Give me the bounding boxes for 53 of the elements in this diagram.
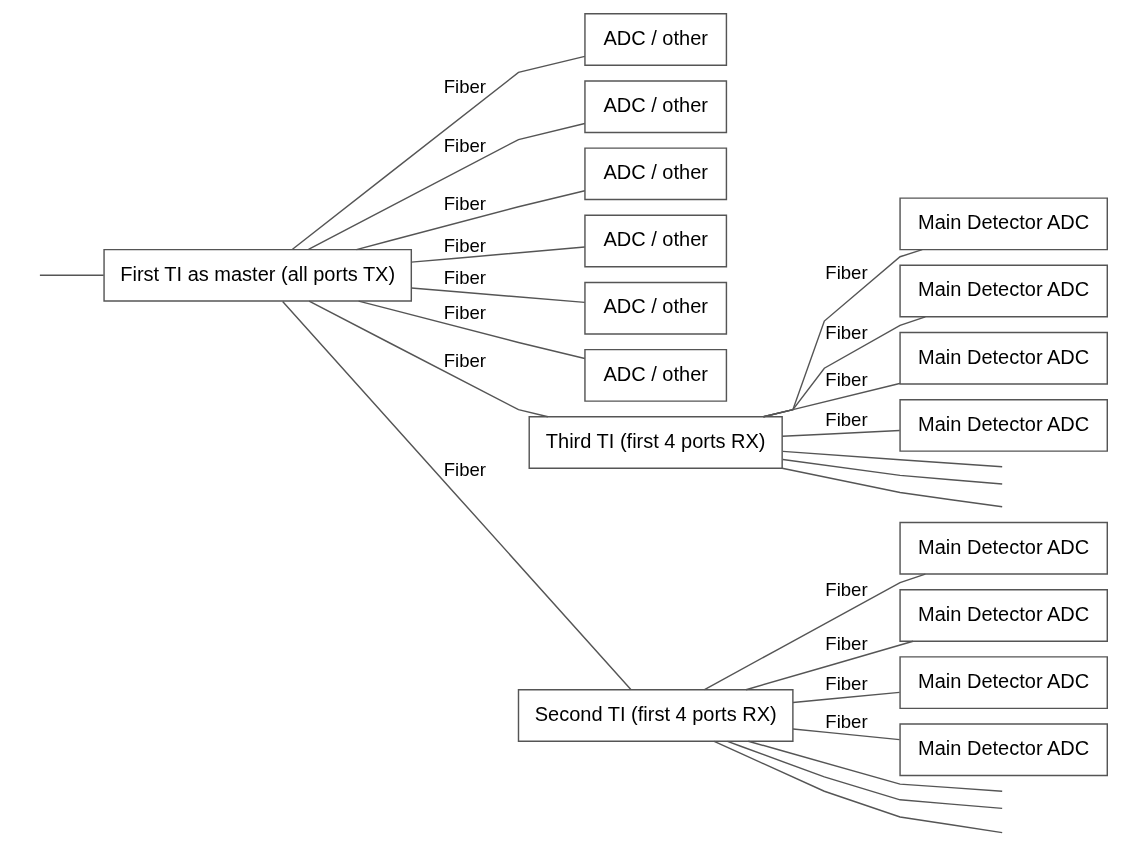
edge-label: Fiber	[443, 234, 486, 256]
connector	[781, 429, 900, 438]
node-box: Second TI (first 4 ports RX)	[517, 689, 794, 742]
connector	[781, 458, 1003, 485]
connector	[713, 740, 1003, 834]
edge-label: Fiber	[824, 579, 868, 601]
connector	[762, 382, 901, 418]
node-box: Main Detector ADC	[898, 723, 1108, 777]
edge-label: Fiber	[443, 350, 486, 372]
edge-label: Fiber	[824, 633, 868, 655]
connector	[747, 740, 1003, 792]
node-box: Main Detector ADC	[898, 398, 1108, 452]
node-box: Main Detector ADC	[898, 264, 1108, 318]
node-box: Main Detector ADC	[898, 589, 1108, 642]
node-box: ADC / other	[583, 348, 727, 402]
node-box: Main Detector ADC	[898, 331, 1108, 385]
connector	[307, 300, 549, 418]
connector	[726, 740, 1003, 810]
edge-label: Fiber	[824, 321, 868, 343]
connector	[410, 246, 585, 263]
node-box: ADC / other	[583, 80, 727, 134]
node-box: Main Detector ADC	[898, 197, 1108, 251]
edge-label: Fiber	[824, 261, 868, 283]
connector	[410, 287, 585, 304]
connector	[307, 122, 585, 251]
edge-label: Fiber	[824, 368, 868, 390]
edge-label: Fiber	[824, 673, 868, 695]
connector	[781, 450, 1003, 468]
edge-label: Fiber	[443, 267, 486, 289]
connector	[281, 300, 632, 691]
connector	[355, 189, 585, 251]
edge-label: Fiber	[824, 710, 868, 732]
edge-label: Fiber	[443, 458, 486, 480]
edge-label: Fiber	[443, 301, 486, 323]
connector	[791, 691, 900, 704]
connector	[291, 55, 585, 250]
node-box: Third TI (first 4 ports RX)	[528, 416, 783, 469]
connector	[744, 640, 914, 691]
edge-label: Fiber	[443, 75, 486, 97]
node-box: Main Detector ADC	[898, 521, 1108, 575]
node-box: ADC / other	[583, 147, 727, 201]
node-box: First TI as master (all ports TX)	[102, 248, 412, 302]
connector	[357, 300, 585, 360]
node-box: ADC / other	[583, 214, 727, 268]
node-box: Main Detector ADC	[898, 656, 1108, 710]
node-box: ADC / other	[583, 281, 727, 335]
edge-label: Fiber	[443, 134, 486, 156]
connector	[780, 467, 1003, 508]
edge-label: Fiber	[443, 193, 486, 215]
connector	[38, 274, 104, 277]
node-box: ADC / other	[583, 13, 727, 66]
edge-label: Fiber	[824, 408, 868, 430]
connector	[791, 728, 900, 741]
